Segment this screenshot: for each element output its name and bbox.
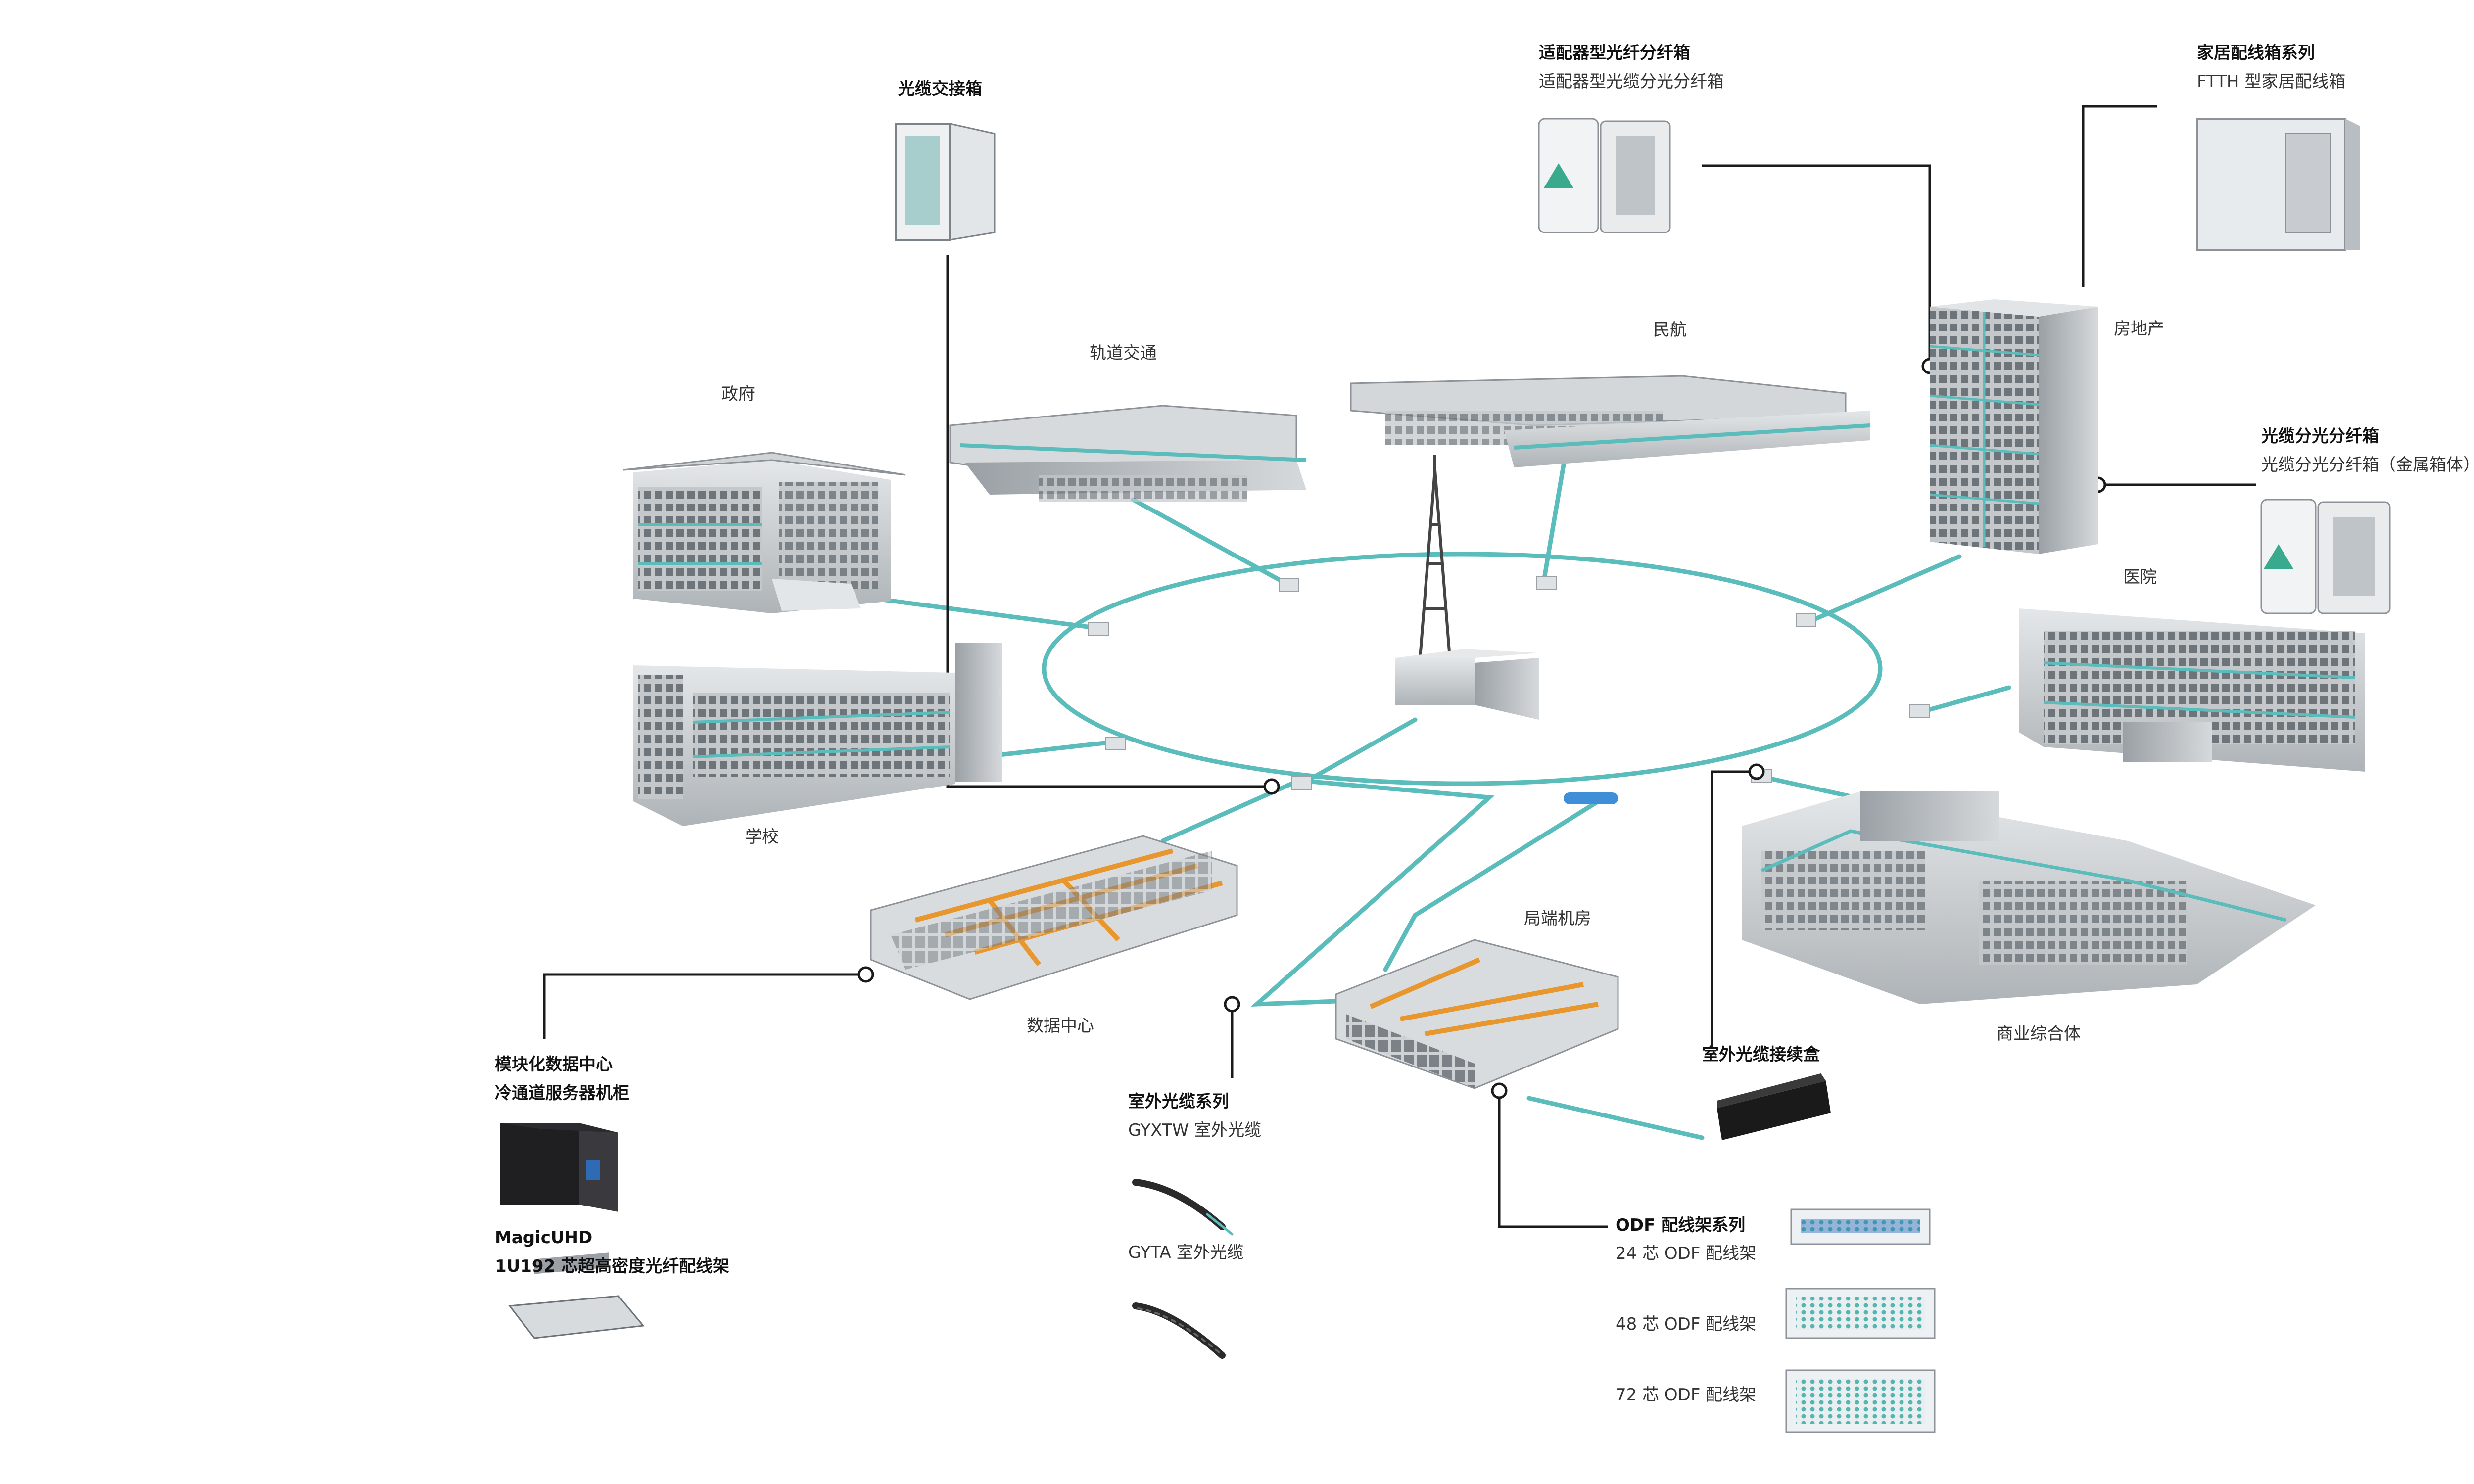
subtitle-adapter-box: 适配器型光缆分光分纤箱 xyxy=(1539,72,1724,92)
school-building xyxy=(633,643,1002,826)
rail-station xyxy=(949,405,1307,502)
fiber-ring xyxy=(1042,552,1883,786)
outdoor-cable-images xyxy=(1132,1179,1234,1359)
title-cross-cabinet: 光缆交接箱 xyxy=(898,79,982,99)
cross-cabinet-image xyxy=(895,123,996,241)
link-splice xyxy=(1526,1096,1705,1140)
label-school: 学校 xyxy=(745,827,779,847)
modular-dc-image xyxy=(500,1123,618,1212)
odf-48-image xyxy=(1785,1288,1936,1339)
adapter-box-image xyxy=(1538,118,1671,233)
magic-uhd-image xyxy=(508,1252,645,1339)
home-box-image xyxy=(2196,118,2360,251)
label-government: 政府 xyxy=(721,384,755,404)
inline-coupler xyxy=(1564,792,1618,804)
label-hospital: 医院 xyxy=(2123,567,2157,587)
label-commercial: 商业综合体 xyxy=(1997,1024,2081,1044)
title-magic-uhd-1: MagicUHD xyxy=(495,1228,593,1248)
subtitle-splitter-box: 光缆分光分纤箱（金属箱体） xyxy=(2261,455,2474,475)
subtitle-home-box: FTTH 型家居配线箱 xyxy=(2197,72,2346,92)
splice-closure-image xyxy=(1717,1073,1831,1140)
title-modular-dc-2: 冷通道服务器机柜 xyxy=(495,1083,629,1103)
odf-24-image xyxy=(1790,1208,1931,1245)
title-splitter-box: 光缆分光分纤箱 xyxy=(2261,426,2379,446)
label-data-center: 数据中心 xyxy=(1027,1016,1094,1036)
link-center-b xyxy=(1383,799,1601,972)
hospital-building xyxy=(2019,608,2365,772)
link-tower xyxy=(1299,717,1418,787)
item-odf-48: 48 芯 ODF 配线架 xyxy=(1616,1314,1757,1334)
link-government xyxy=(854,594,1101,631)
link-hospital xyxy=(1917,685,2011,715)
item-gyxtw-cable: GYXTW 室外光缆 xyxy=(1128,1120,1262,1140)
commercial-complex xyxy=(1742,791,2316,1004)
title-magic-uhd-2: 1U192 芯超高密度光纤配线架 xyxy=(495,1256,730,1276)
data-center-hall xyxy=(870,835,1238,1000)
title-splice-closure: 室外光缆接续盒 xyxy=(1702,1045,1820,1065)
transmission-tower xyxy=(1395,455,1539,720)
label-rail: 轨道交通 xyxy=(1090,343,1157,363)
central-office-room xyxy=(1335,939,1619,1089)
item-odf-24: 24 芯 ODF 配线架 xyxy=(1616,1244,1757,1263)
airport-terminal xyxy=(1350,375,1871,467)
leader-lines xyxy=(543,105,2256,1228)
link-commercial xyxy=(1759,774,1853,799)
odf-72-image xyxy=(1785,1369,1936,1433)
title-outdoor-cable: 室外光缆系列 xyxy=(1128,1092,1229,1112)
label-real-estate: 房地产 xyxy=(2114,319,2164,339)
link-rail xyxy=(1131,497,1289,586)
item-odf-72: 72 芯 ODF 配线架 xyxy=(1616,1385,1757,1405)
title-modular-dc-1: 模块化数据中心 xyxy=(495,1055,613,1074)
title-home-box: 家居配线箱系列 xyxy=(2197,43,2315,63)
government-building xyxy=(623,452,906,613)
label-central-office: 局端机房 xyxy=(1524,909,1591,928)
title-adapter-box: 适配器型光纤分纤箱 xyxy=(1539,43,1690,63)
title-odf: ODF 配线架系列 xyxy=(1616,1215,1746,1235)
link-real-estate xyxy=(1808,554,1962,623)
residential-tower xyxy=(1929,299,2098,554)
splitter-box-image xyxy=(2260,499,2391,614)
label-aviation: 民航 xyxy=(1653,320,1687,340)
item-gyta-cable: GYTA 室外光缆 xyxy=(1128,1243,1244,1262)
link-aviation xyxy=(1541,463,1566,584)
